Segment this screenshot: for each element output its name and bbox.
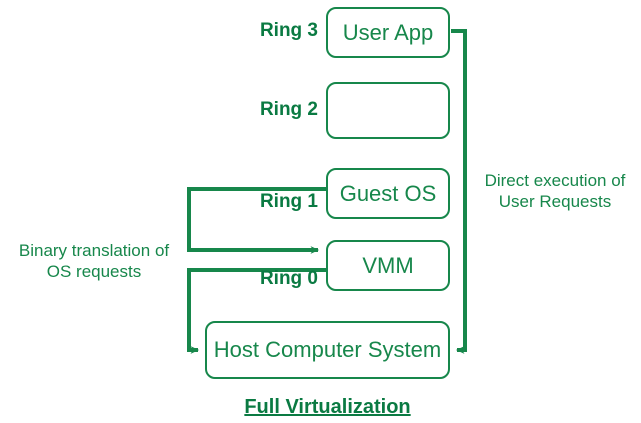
annotation-direct-execution: Direct execution of User Requests — [473, 170, 637, 212]
node-box-user-app[interactable]: User App — [326, 7, 450, 58]
ring-label-3-text: Ring 3 — [259, 20, 318, 41]
annotation-direct-execution-line2: User Requests — [498, 192, 612, 211]
node-box-guest-os[interactable]: Guest OS — [326, 168, 450, 219]
node-box-host-label: Host Computer System — [213, 337, 442, 362]
vmm-to-host-connector — [187, 268, 326, 354]
annotation-direct-execution-line1: Direct execution of — [484, 171, 626, 190]
ring-label-0-text: Ring 0 — [259, 268, 318, 289]
ring-label-1-text: Ring 1 — [259, 191, 318, 212]
node-box-user-app-label: User App — [342, 19, 434, 45]
ring-label-2: Ring 2 — [180, 99, 318, 121]
node-box-vmm[interactable]: VMM — [326, 240, 450, 291]
ring-label-2-text: Ring 2 — [259, 99, 318, 120]
direct-execution-connector — [451, 29, 467, 354]
annotation-binary-translation-line1: Binary translation of — [18, 241, 170, 260]
node-box-vmm-label: VMM — [362, 252, 414, 278]
diagram-title-text: Full Virtualization — [244, 396, 411, 418]
ring-label-1: Ring 1 — [180, 191, 318, 213]
node-box-ring2[interactable] — [326, 82, 450, 139]
annotation-binary-translation: Binary translation of OS requests — [8, 240, 180, 282]
diagram-title: Full Virtualization — [205, 396, 450, 419]
node-box-guest-os-label: Guest OS — [339, 180, 437, 206]
ring-label-0: Ring 0 — [180, 268, 318, 290]
annotation-binary-translation-line2: OS requests — [46, 262, 142, 281]
ring-label-3: Ring 3 — [180, 20, 318, 42]
node-box-host-computer-system[interactable]: Host Computer System — [205, 321, 450, 379]
guest-os-to-vmm-connector — [187, 187, 326, 254]
